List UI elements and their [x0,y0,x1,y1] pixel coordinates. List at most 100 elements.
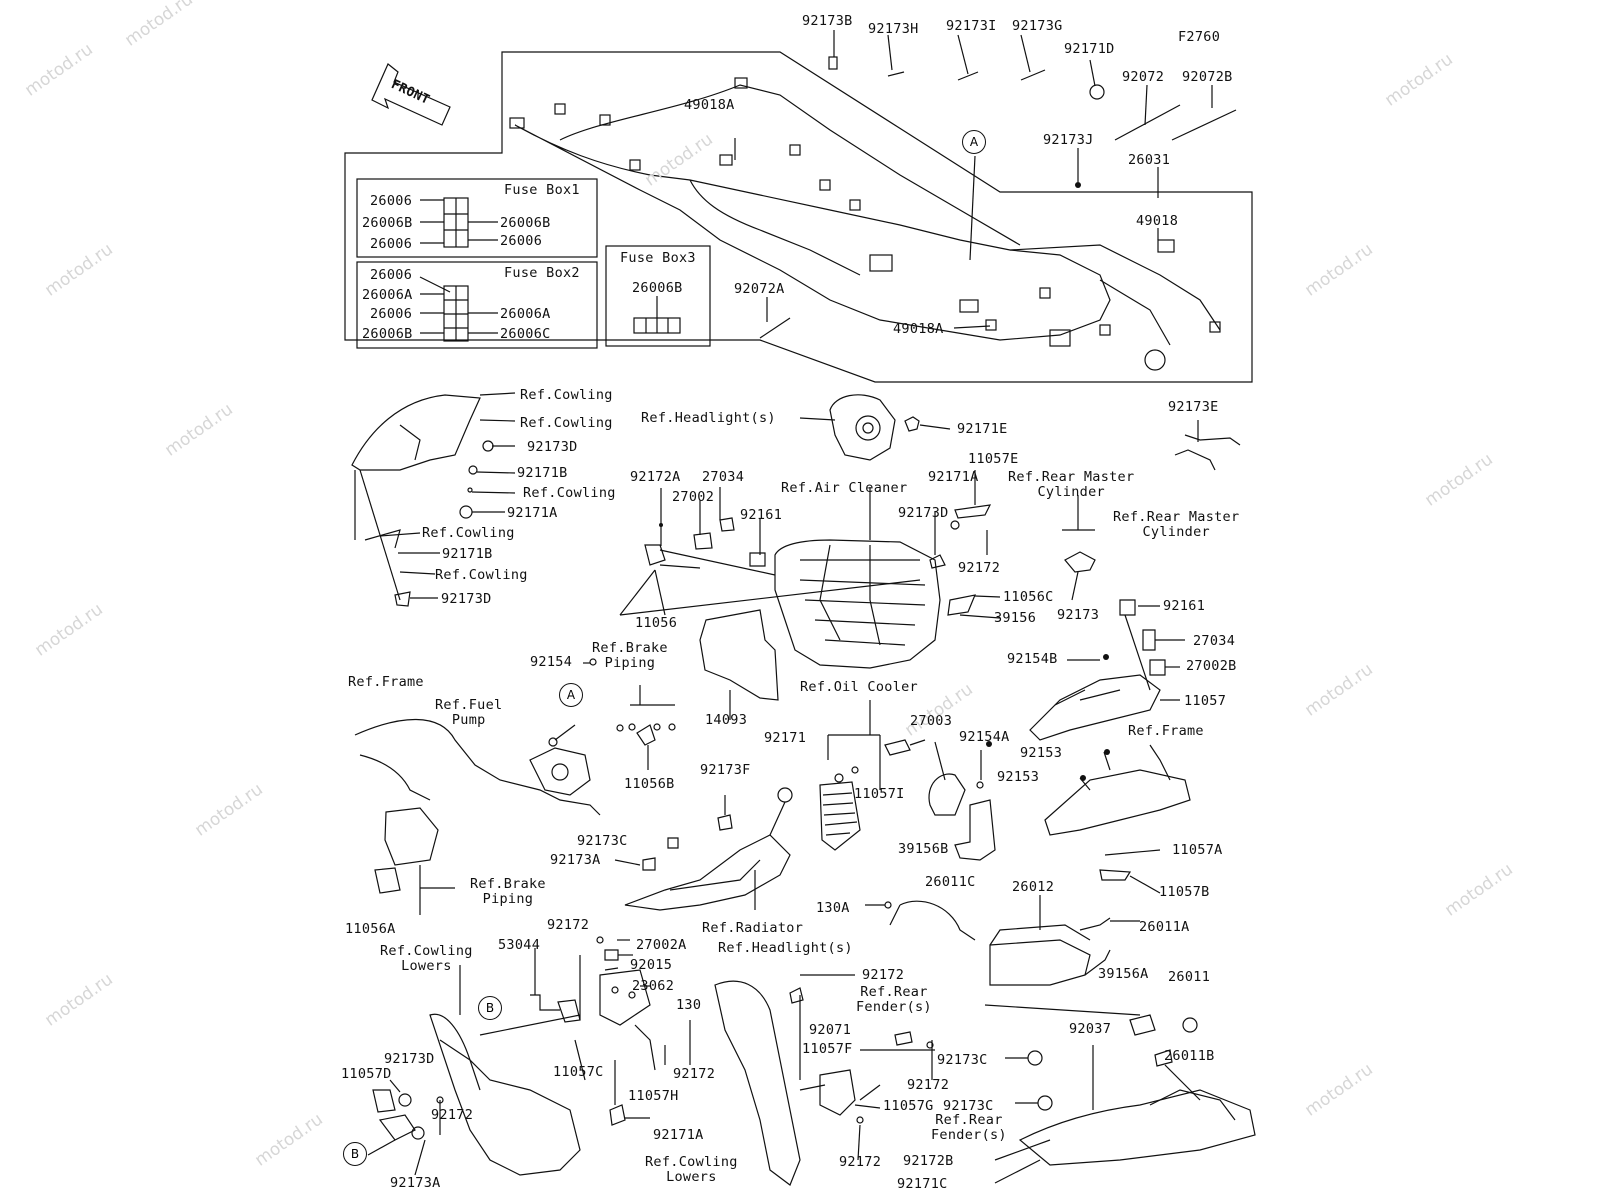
part-label: 92172 [862,967,905,983]
part-label: 92173 [1057,607,1100,623]
front-arrow-shape [371,63,451,126]
part-label: 11057B [1159,884,1210,900]
part-label: Ref.Frame [348,674,424,690]
part-label: 27034 [1193,633,1236,649]
fuse-label: 26006A [362,287,413,303]
part-label: 92173B [802,13,853,29]
part-label: 92173C [577,833,628,849]
diagram-code: F2760 [1178,29,1221,45]
part-label: 92172 [431,1107,474,1123]
part-label: 27002B [1186,658,1237,674]
marker-b: B [478,996,502,1020]
cowling-lower-left [429,1013,581,1176]
part-label: 92173A [550,852,601,868]
part-label: 26011 [1168,969,1211,985]
part-label: 11057A [1172,842,1223,858]
part-label: 92173D [898,505,949,521]
part-label: Ref.Cowling [520,415,613,431]
part-label: Ref.Cowling [435,567,528,583]
fuse-label: 26006 [370,267,413,283]
part-label: 92154 [530,654,573,670]
part-label: 92171D [1064,41,1115,57]
part-label: 92171B [442,546,493,562]
part-label: 27002A [636,937,687,953]
part-label: 92171 [764,730,807,746]
part-label: 11056A [345,921,396,937]
part-label: 130A [816,900,850,916]
part-label: 92015 [630,957,673,973]
part-label: 92172 [907,1077,950,1093]
part-label: 130 [676,997,702,1013]
part-label: Ref.Cowling [520,387,613,403]
part-label: Ref.Cowling Lowers [645,1154,738,1185]
fuse-label: 26006 [370,306,413,322]
part-label: Ref.Fuel Pump [435,697,503,728]
part-label: 92171B [517,465,568,481]
marker-a: A [962,130,986,154]
part-label: 49018A [684,97,735,113]
part-label: 92161 [1163,598,1206,614]
part-label: 49018 [1136,213,1179,229]
part-label: Ref.Radiator [702,920,804,936]
part-label: Ref.Rear Fender(s) [931,1112,1007,1143]
part-label: 92172 [673,1066,716,1082]
part-label: 26011B [1164,1048,1215,1064]
part-label: 11057G [883,1098,934,1114]
part-label: 92037 [1069,1021,1112,1037]
fuse-label: 26006B [500,215,551,231]
marker-a: A [559,683,583,707]
part-label: 53044 [498,937,541,953]
part-label: 92171A [507,505,558,521]
part-label: 92171A [653,1127,704,1143]
part-label: 92173C [937,1052,988,1068]
part-label: Ref.Brake Piping [470,876,546,907]
fuse-box2-title: Fuse Box2 [504,265,580,281]
part-label: 92173E [1168,399,1219,415]
part-label: 11057C [553,1064,604,1080]
part-label: 11057I [854,786,905,802]
part-label: 11057F [802,1041,853,1057]
part-label: 92154A [959,729,1010,745]
marker-b: B [343,1142,367,1166]
part-label: 92173D [384,1051,435,1067]
part-label: 26011C [925,874,976,890]
part-label: 92173J [1043,132,1094,148]
part-label: 26011A [1139,919,1190,935]
part-label: 92173D [527,439,578,455]
part-label: Ref.Cowling [523,485,616,501]
part-label: Ref.Cowling Lowers [380,943,473,974]
part-label: 92173C [943,1098,994,1114]
part-label: 11056C [1003,589,1054,605]
part-label: Ref.Air Cleaner [781,480,908,496]
part-label: 92161 [740,507,783,523]
fuse-label: 26006 [500,233,543,249]
part-label: 11056 [635,615,678,631]
part-label: 92171C [897,1176,948,1192]
part-label: 11057 [1184,693,1227,709]
part-label: 27003 [910,713,953,729]
part-label: Ref.Rear Fender(s) [856,984,932,1015]
part-label: 92153 [1020,745,1063,761]
fuse-label: 26006B [632,280,683,296]
part-label: 11057E [968,451,1019,467]
fuse-box2-panel [356,261,598,349]
rear-fender-lower [1018,1089,1256,1166]
air-cleaner-body [774,539,941,669]
fuse-label: 26006B [362,326,413,342]
part-label: Ref.Oil Cooler [800,679,918,695]
part-label: Ref.Headlight(s) [641,410,776,426]
part-label: 92173I [946,18,997,34]
fuse-label: 26006 [370,193,413,209]
part-label: 92154B [1007,651,1058,667]
part-label: 11057H [628,1088,679,1104]
part-label: 92172 [958,560,1001,576]
part-label: 23062 [632,978,675,994]
fuse-label: 26006A [500,306,551,322]
part-label: 92172B [903,1153,954,1169]
fuse-label: 26006B [362,215,413,231]
part-label: Ref.Brake Piping [592,640,668,671]
fuse-box1-panel [356,178,598,258]
part-label: 92172 [547,917,590,933]
part-label: 92172A [630,469,681,485]
